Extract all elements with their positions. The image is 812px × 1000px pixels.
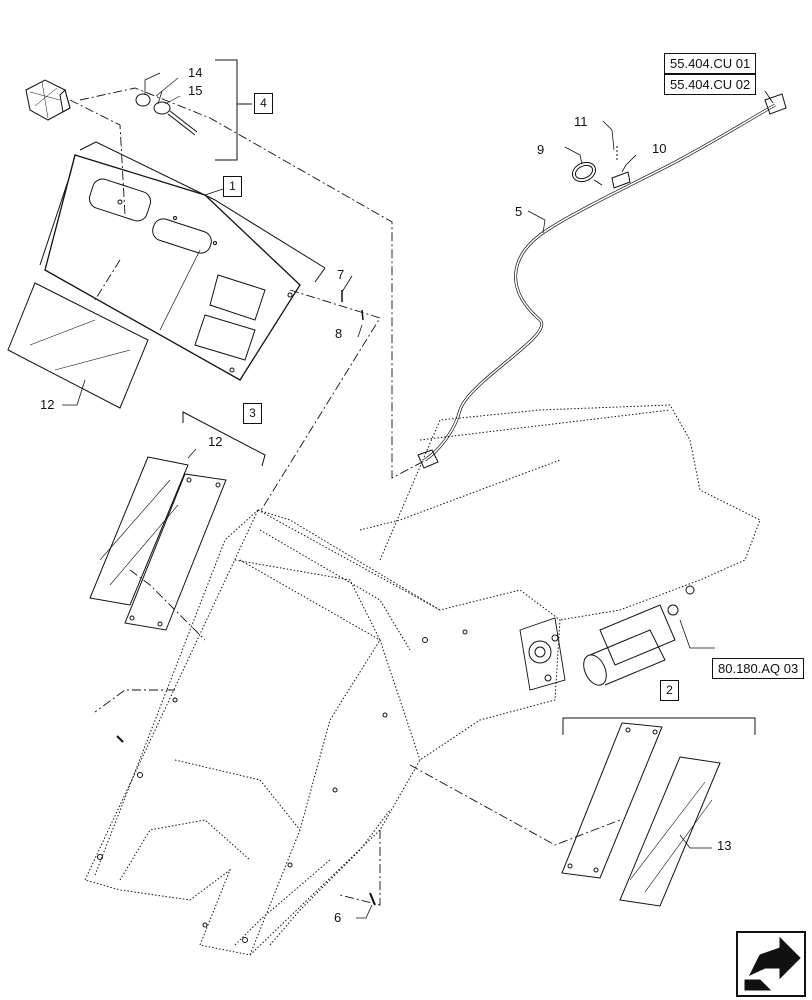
bolt-part-8: [361, 309, 364, 321]
harness-cable-part: [417, 93, 787, 469]
bracket-kit-1: [79, 141, 326, 283]
item-label-15: 15: [188, 83, 203, 98]
bracket-kit-4: [215, 59, 252, 161]
item-label-5: 5: [515, 204, 523, 219]
kit-box-1: 1: [223, 176, 242, 197]
hinge-assembly: [519, 617, 566, 691]
conveyor-body: [84, 404, 761, 956]
item-label-7: 7: [337, 267, 345, 282]
reflector-part-top: [7, 282, 149, 409]
conveyor-fasteners: [97, 629, 468, 943]
cross-reference-link[interactable]: 80.180.AQ 03: [712, 658, 805, 679]
cable-tie-part: [571, 161, 603, 186]
label-leaders: [62, 72, 774, 919]
kit-box-4: 4: [254, 93, 273, 114]
kit-box-3: 3: [243, 403, 262, 424]
warning-light-part: [25, 79, 71, 121]
item-label-13: 13: [717, 838, 732, 853]
item-label-10: 10: [652, 141, 667, 156]
cross-reference-link[interactable]: 55.404.CU 02: [664, 74, 757, 95]
item-label-6: 6: [334, 910, 342, 925]
hydraulic-cylinder: [583, 585, 695, 686]
item-label-12-top: 12: [40, 397, 55, 412]
reflector-pair-part: [89, 456, 227, 631]
cross-reference-link[interactable]: 55.404.CU 01: [664, 53, 757, 74]
mounting-plate-part: [39, 154, 301, 381]
item-label-14: 14: [188, 65, 203, 80]
item-label-9: 9: [537, 142, 545, 157]
bolt-part-left: [116, 735, 124, 743]
item-label-11: 11: [574, 114, 588, 129]
clip-part: [611, 146, 631, 189]
item-label-8: 8: [335, 326, 343, 341]
next-page-arrow-icon[interactable]: [736, 931, 806, 997]
leader-lines: [69, 87, 621, 906]
bracket-kit-3: [182, 411, 266, 467]
bulb-part: [135, 77, 198, 136]
bracket-kit-2: [562, 717, 756, 735]
kit-box-2: 2: [660, 680, 679, 701]
reflector-pair-part-right: [561, 722, 721, 907]
item-label-12-middle: 12: [208, 434, 223, 449]
bolt-part-6: [369, 892, 376, 906]
